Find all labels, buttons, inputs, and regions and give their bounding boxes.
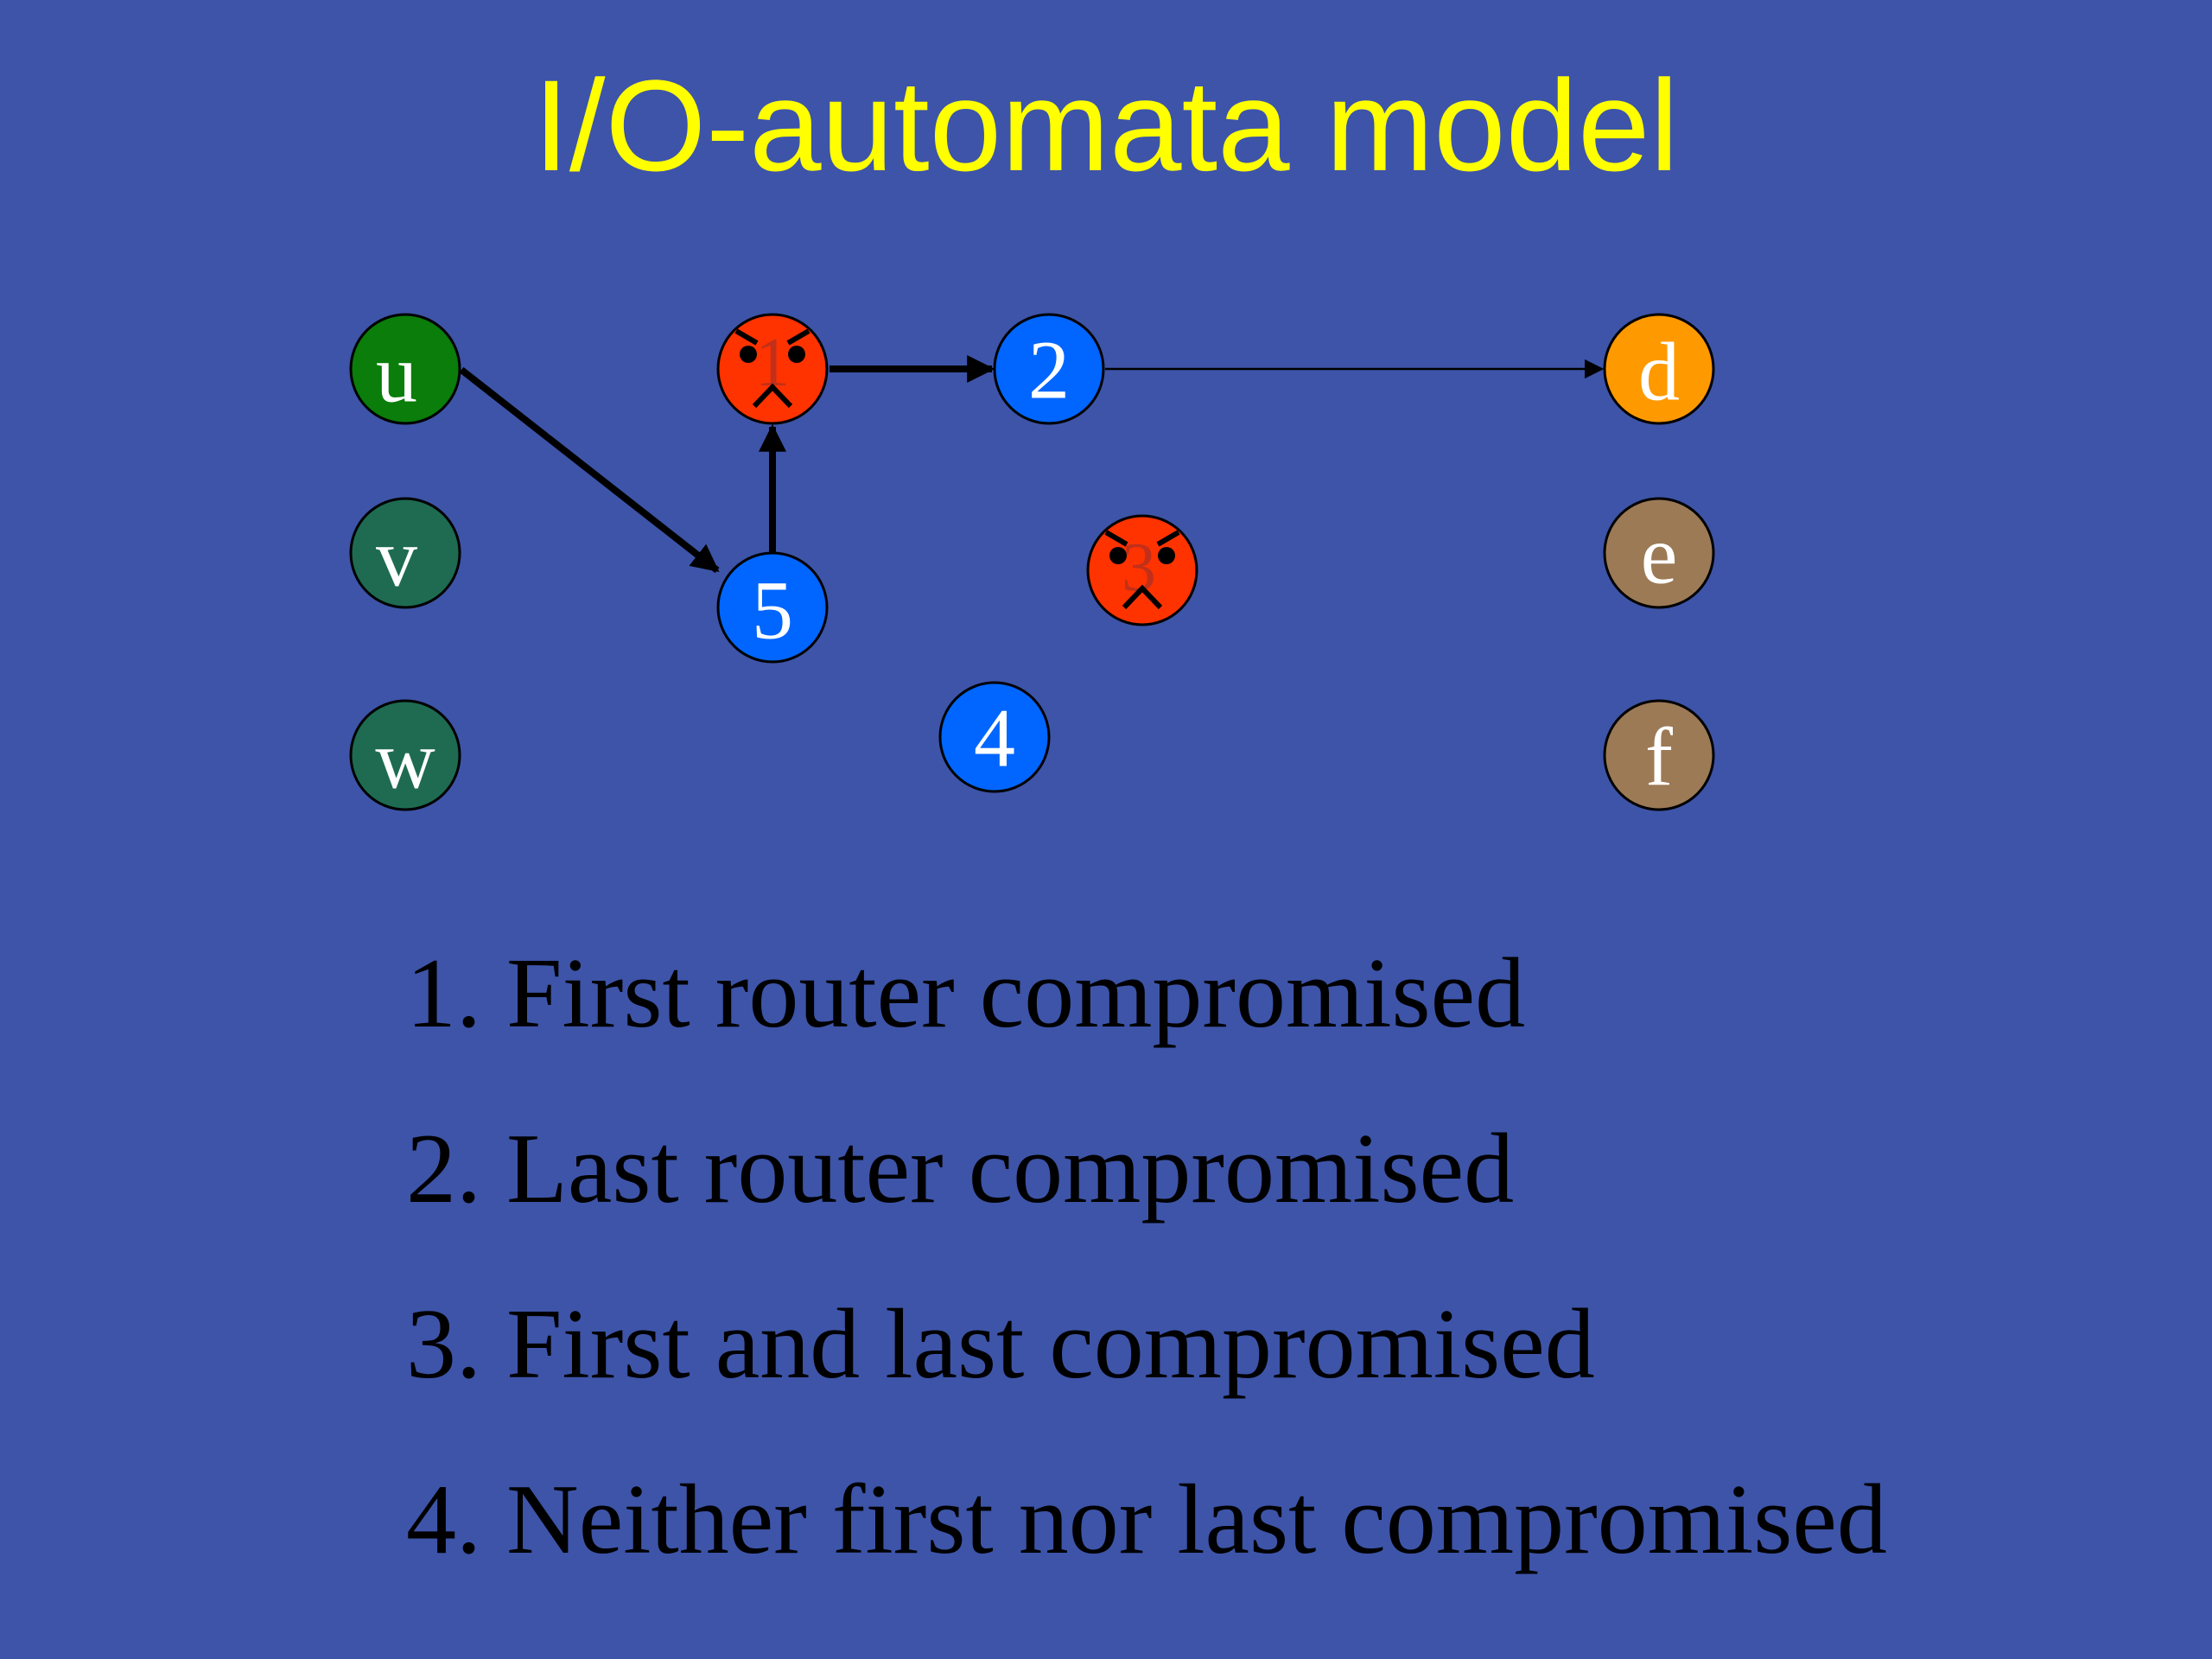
node-1: 1 <box>716 313 829 425</box>
node-w-circle <box>349 699 461 811</box>
node-3-circle <box>1086 514 1198 626</box>
node-d-circle <box>1603 313 1715 425</box>
node-5: 5 <box>716 551 829 664</box>
node-2-circle <box>993 313 1105 425</box>
node-v: v <box>349 497 461 609</box>
node-5-label: 5 <box>752 564 793 657</box>
edge-u-to-5 <box>459 366 720 574</box>
node-4-circle <box>938 681 1051 793</box>
node-u: u <box>349 313 461 425</box>
option-item-3: 3. First and last compromised <box>406 1289 1595 1400</box>
node-f-circle <box>1603 699 1715 811</box>
node-2-label: 2 <box>1028 324 1070 416</box>
node-1-circle <box>716 313 829 425</box>
node-f-label: f <box>1645 711 1673 804</box>
node-w-label: w <box>375 714 435 806</box>
node-4-label: 4 <box>974 692 1015 785</box>
node-2: 2 <box>993 313 1105 425</box>
option-item-4: 4. Neither first nor last compromised <box>406 1465 1887 1575</box>
node-e-label: e <box>1641 509 1678 601</box>
slide-title: I/O-automata model <box>533 53 1679 198</box>
node-d-label: d <box>1638 326 1680 418</box>
node-3: 3 <box>1086 514 1198 626</box>
angry-face-icon <box>1104 530 1180 610</box>
node-u-label: u <box>376 327 417 420</box>
node-e: e <box>1603 497 1715 609</box>
angry-face-icon <box>734 328 810 409</box>
node-5-circle <box>716 551 829 664</box>
node-d: d <box>1603 313 1715 425</box>
node-w: w <box>349 699 461 811</box>
node-e-circle <box>1603 497 1715 609</box>
node-u-circle <box>349 313 461 425</box>
option-item-1: 1. First router compromised <box>406 938 1526 1049</box>
node-f: f <box>1603 699 1715 811</box>
node-v-circle <box>349 497 461 609</box>
node-v-label: v <box>376 512 417 604</box>
option-item-2: 2. Last router compromised <box>406 1114 1515 1224</box>
options-list: 1. First router compromised 2. Last rout… <box>406 933 1887 1635</box>
node-4: 4 <box>938 681 1051 793</box>
